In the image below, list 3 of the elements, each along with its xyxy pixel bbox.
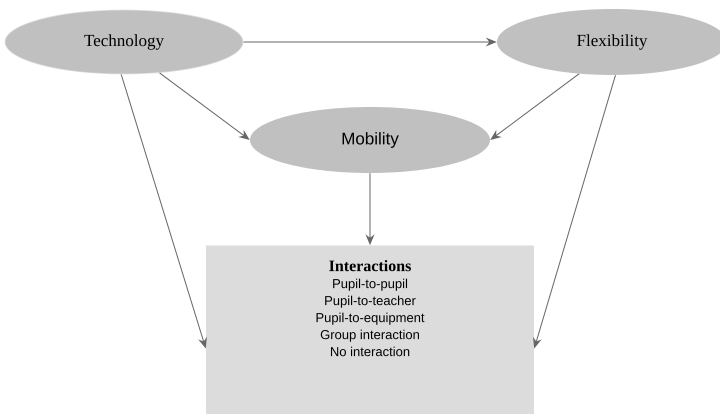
ellipse-node: Technology [4,10,244,74]
text-box: Interactions Pupil-to-pupil Pupil-to-teacher Pupil-to-equipment Group interaction No interaction [206,246,534,414]
ellipse-node: Mobility [250,107,490,173]
